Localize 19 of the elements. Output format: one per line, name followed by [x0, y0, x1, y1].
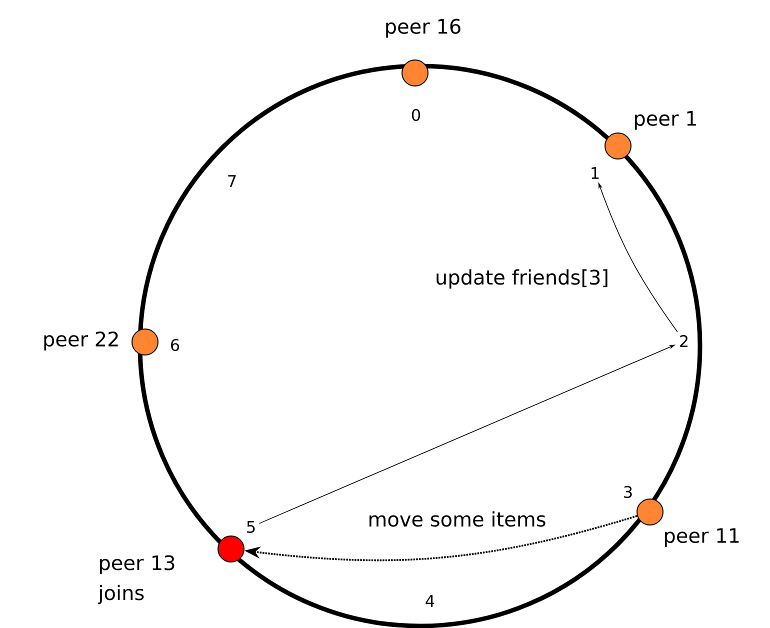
peer-label: peer 16 — [386, 18, 460, 38]
peer-dot — [132, 328, 158, 356]
position-number: 0 — [412, 108, 420, 122]
position-number: 4 — [426, 595, 434, 607]
position-number: 1 — [592, 167, 599, 179]
position-number: 7 — [228, 175, 236, 187]
position-number: 2 — [680, 335, 688, 347]
edge-label: move some items — [370, 511, 546, 527]
position-number: 5 — [247, 521, 255, 533]
peer-dot — [636, 498, 664, 526]
peer-dot — [604, 132, 632, 160]
note: update friends[3] — [436, 269, 608, 289]
peer-label: peer 13 joins — [98, 555, 174, 604]
peer-dot — [218, 535, 244, 562]
peer-label: peer 22 — [44, 332, 118, 350]
position-number: 3 — [624, 486, 632, 498]
peer-label: peer 11 — [665, 528, 739, 547]
peer-label: peer 1 — [635, 111, 696, 130]
peer-dot — [402, 60, 428, 86]
